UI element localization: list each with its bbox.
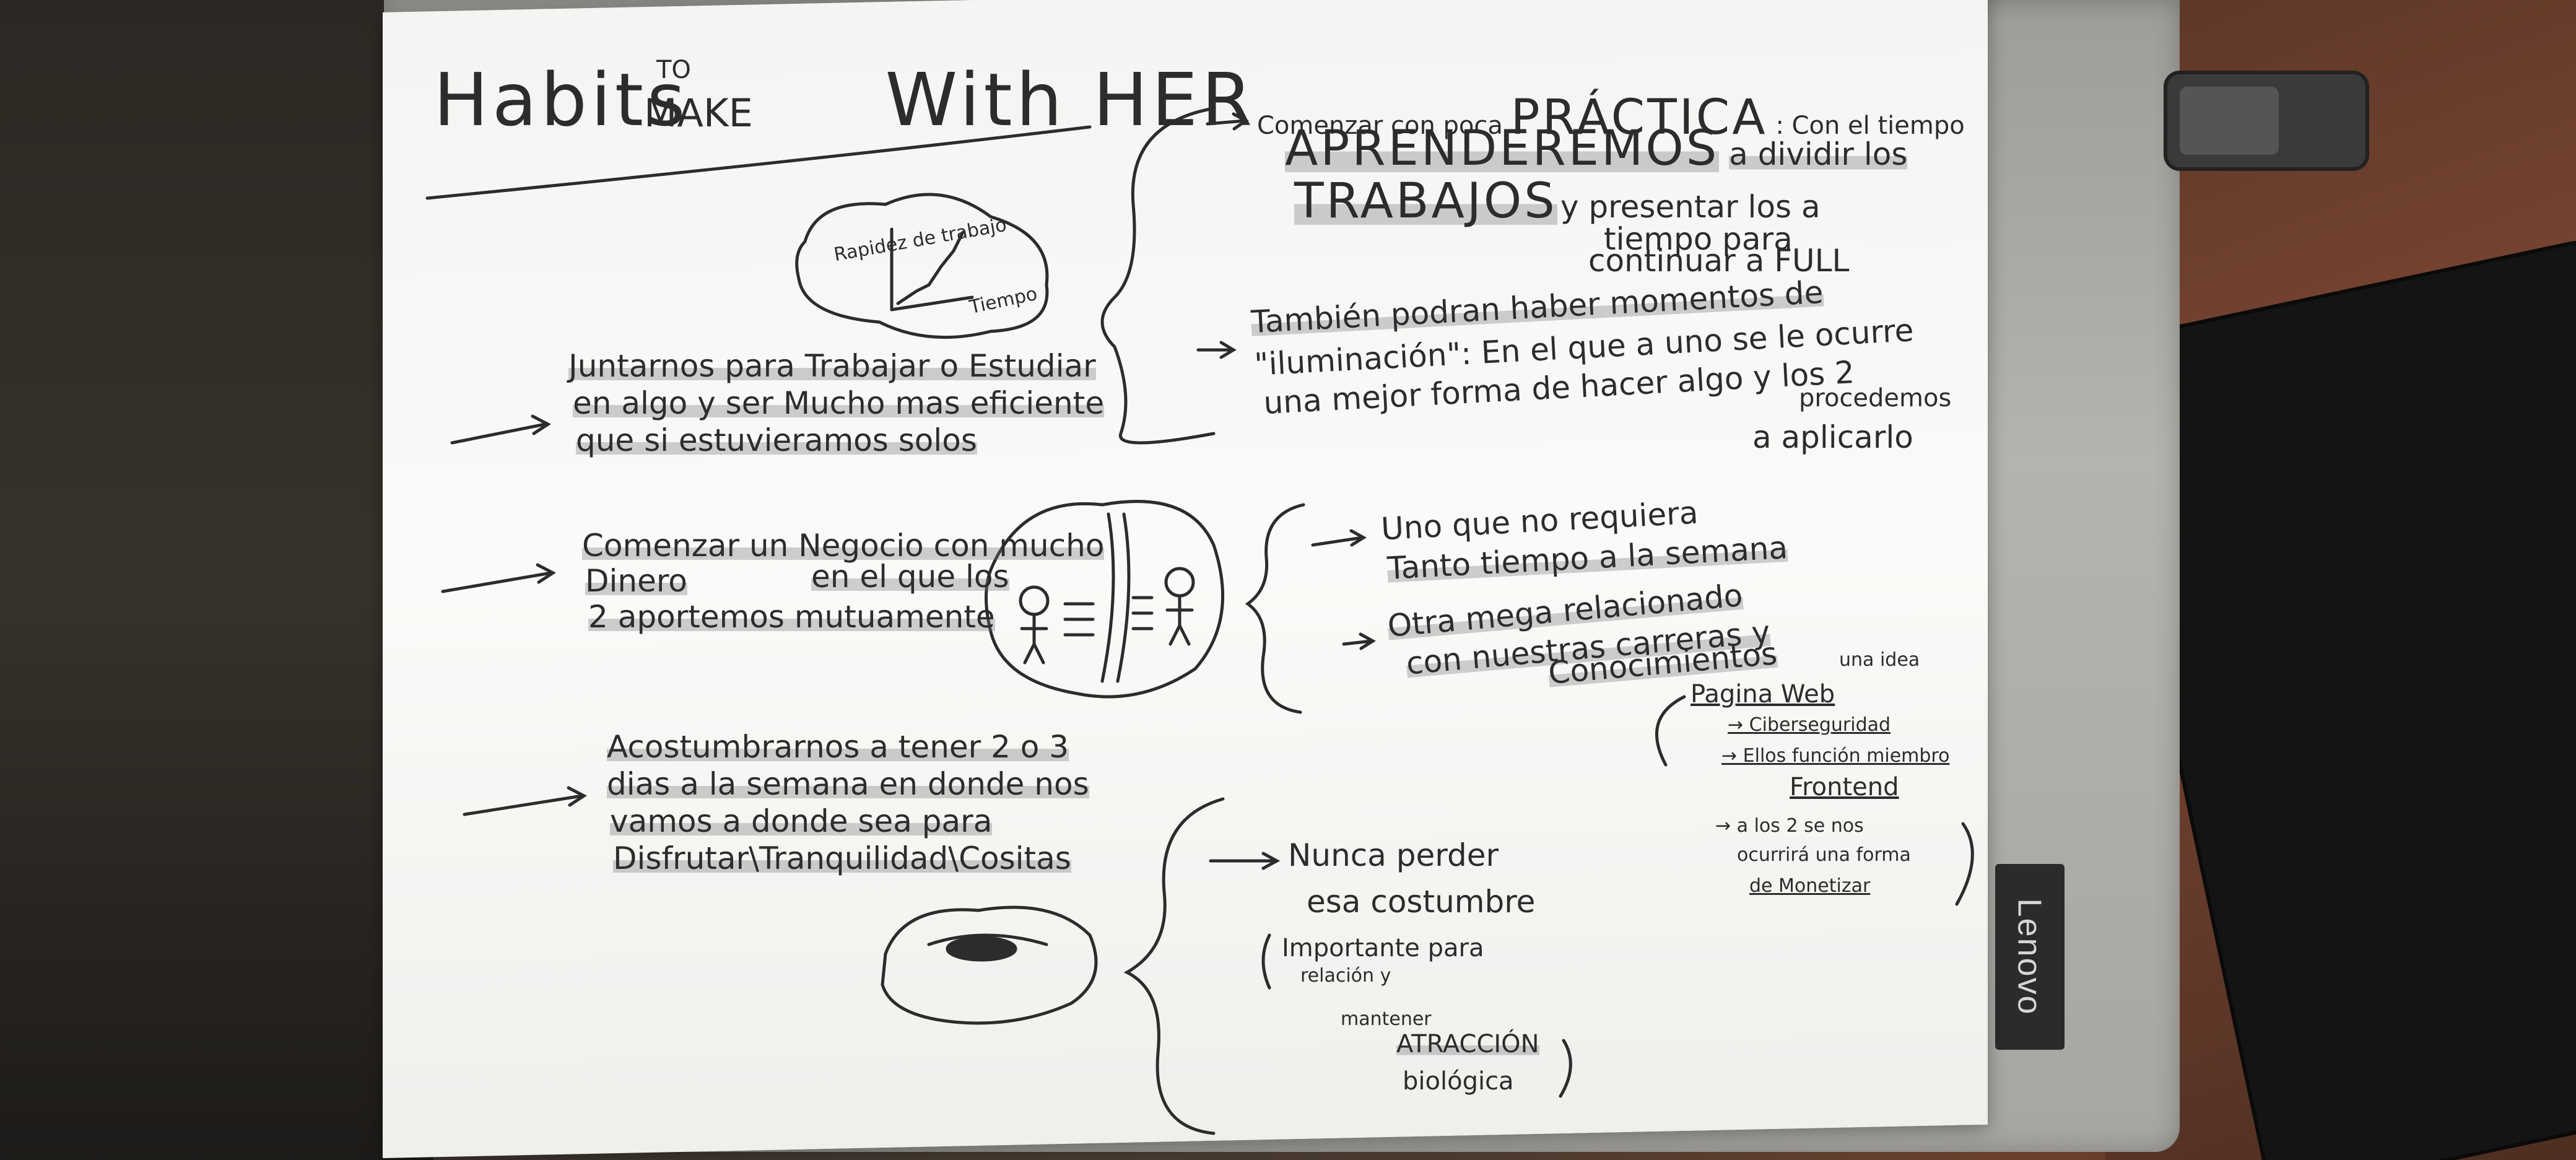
item3-line2: dias a la semana en donde nos	[607, 766, 1089, 802]
web-idea-una-idea: una idea	[1839, 649, 1920, 671]
practica-line1-start: Comenzar con poca	[1257, 111, 1503, 140]
title-make: MAKE	[644, 90, 753, 136]
web-idea-line4: → a los 2 se nos	[1715, 815, 1864, 837]
arrow-item3	[463, 794, 584, 816]
web-idea-title: Pagina Web	[1690, 680, 1835, 709]
brace-bottom	[1123, 797, 1225, 1135]
brace-business	[1245, 503, 1305, 714]
person-left-head	[1019, 585, 1050, 616]
arrow-item2	[441, 571, 553, 593]
practica-line1-end: : Con el tiempo	[1775, 111, 1965, 140]
arrowhead-costumbre	[1261, 852, 1281, 870]
practica-line1: Comenzar con poca PRÁCTICA : Con el tiem…	[1257, 90, 1965, 146]
importante-line1: Importante para	[1282, 934, 1484, 962]
aprenderemos-word: APRENDEREMOS	[1285, 121, 1720, 177]
arrowhead-item1	[531, 414, 551, 435]
arrows-to-center-right	[1131, 596, 1154, 630]
title-to: TO	[656, 56, 691, 84]
title-habits: Habits	[433, 57, 689, 142]
couple-divider-right	[1116, 512, 1131, 683]
person-right-head	[1164, 567, 1195, 598]
item3-line1: Acostumbrarnos a tener 2 o 3	[607, 729, 1069, 765]
item2-line2a: Dinero	[585, 563, 687, 599]
web-idea-line6: de Monetizar	[1749, 875, 1871, 897]
desk-surface-left	[0, 0, 433, 1160]
iluminacion-line4: procedemos	[1799, 384, 1952, 412]
item3-line3: vamos a donde sea para	[610, 803, 993, 839]
laptop-brand-badge: Lenovo	[1995, 864, 2065, 1050]
aprenderemos-line: APRENDEREMOS a dividir los	[1285, 121, 1908, 177]
item1-line2: en algo y ser Mucho mas eficiente	[573, 385, 1105, 421]
arrow-option1	[1311, 536, 1364, 547]
importante-line3: mantener	[1341, 1008, 1432, 1030]
note-title: Habits With HER	[433, 61, 1256, 139]
graph-x-axis	[890, 295, 974, 312]
arrows-to-center-left	[1063, 602, 1095, 637]
web-idea-line1: → Ciberseguridad	[1728, 714, 1891, 736]
costumbre-line1: Nunca perder	[1288, 837, 1499, 873]
costumbre-line2: esa costumbre	[1307, 884, 1536, 920]
arrow-option2	[1342, 639, 1373, 646]
iluminacion-line5: a aplicarlo	[1752, 419, 1913, 455]
item3-line4: Disfrutar\Tranquilidad\Cositas	[613, 840, 1071, 876]
biologica-word: biológica	[1403, 1067, 1514, 1096]
arrow-practica	[1206, 119, 1247, 126]
practica-word: PRÁCTICA	[1510, 90, 1768, 146]
web-idea-line3: Frontend	[1790, 773, 1899, 801]
arrowhead-iluminacion	[1219, 341, 1237, 359]
eye-outline-top	[927, 933, 1048, 946]
couple-divider-left	[1100, 512, 1115, 683]
trabajos-line-end: y presentar los a	[1560, 189, 1821, 225]
atraccion-word: ATRACCIÓN	[1396, 1030, 1539, 1058]
arrow-item1	[450, 422, 547, 445]
importante-line2: relación y	[1300, 965, 1391, 987]
continuar-full-text: continuar a FULL	[1588, 243, 1850, 279]
title-underline	[425, 125, 1092, 200]
web-idea-line5: ocurrirá una forma	[1737, 844, 1911, 866]
item2-line3: 2 aportemos mutuamente	[588, 599, 995, 635]
couple-cloud	[985, 500, 1224, 699]
person-left-body	[1020, 613, 1048, 665]
bracket-web-right	[1955, 822, 1974, 906]
brace-top	[1100, 107, 1216, 445]
item1-line3: que si estuvieramos solos	[576, 422, 977, 458]
tiempo-para: tiempo para	[1604, 221, 1793, 257]
web-idea-line2: → Ellos función miembro	[1721, 745, 1950, 767]
graph-cloud	[795, 193, 1049, 339]
arrowhead-option2	[1359, 632, 1376, 650]
arrowhead-item3	[567, 786, 587, 807]
title-with-her: With HER	[885, 57, 1256, 142]
eye-cloud	[881, 905, 1098, 1025]
usb-connector	[2180, 87, 2279, 155]
bracket-web	[1655, 695, 1686, 767]
paren-importante-close	[1559, 1039, 1572, 1098]
person-right-body	[1165, 594, 1194, 646]
arrowhead-practica	[1232, 112, 1249, 131]
eye-pupil-scribble	[946, 936, 1017, 962]
trabajos-word: TRABAJOS	[1294, 173, 1557, 229]
item1-line1: Juntarnos para Trabajar o Estudiar	[568, 348, 1096, 384]
arrowhead-item2	[536, 563, 556, 584]
item2-line1: Comenzar un Negocio con mucho	[582, 528, 1105, 564]
paren-importante	[1261, 933, 1271, 990]
trabajos-line: TRABAJOS y presentar los a	[1294, 173, 1821, 229]
arrowhead-option1	[1349, 529, 1367, 547]
item2-line2b: en el que los	[811, 559, 1009, 595]
aprenderemos-line-end: a dividir los	[1729, 136, 1908, 172]
graph-curve	[896, 230, 965, 305]
